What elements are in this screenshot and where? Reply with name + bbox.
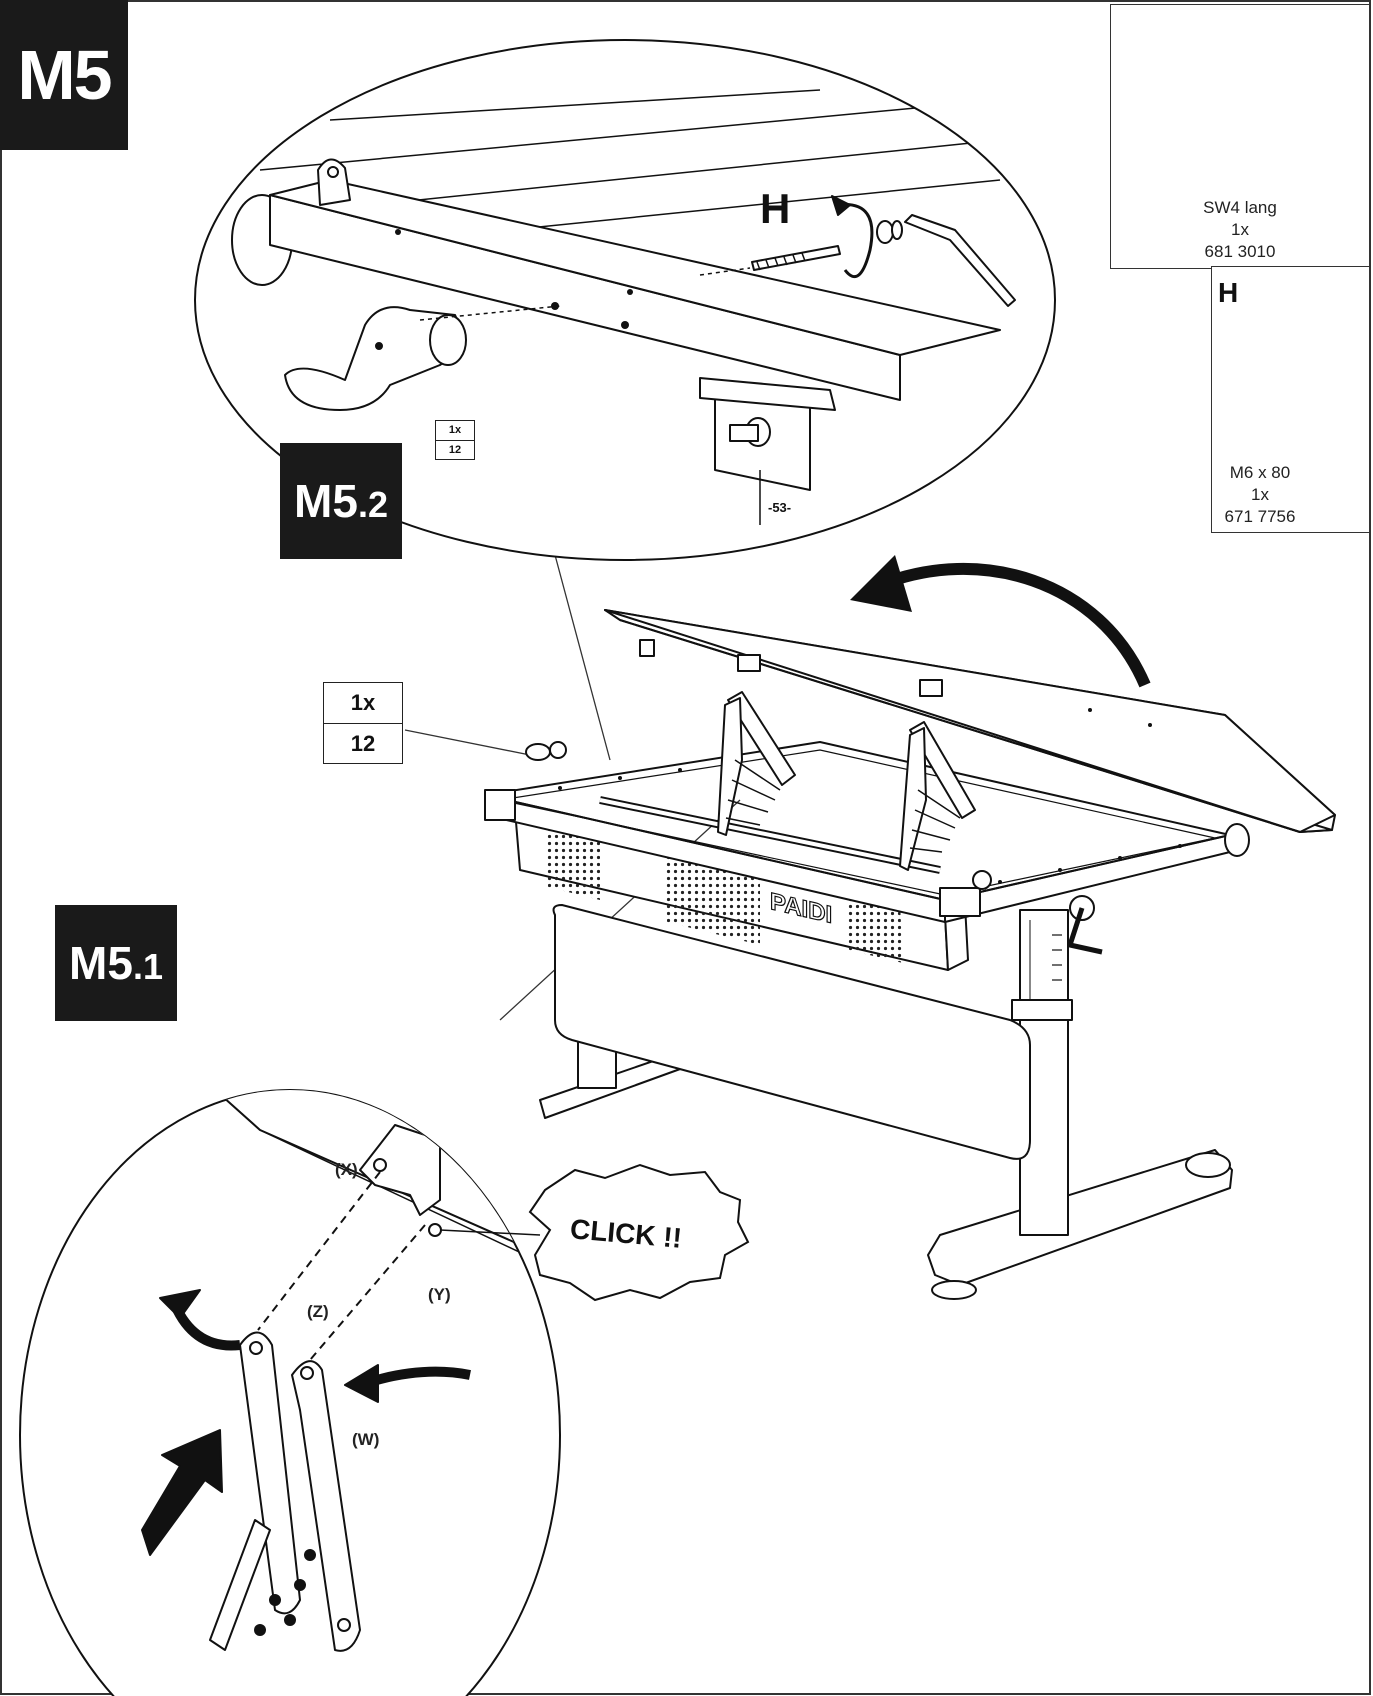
- point-label-y: (Y): [428, 1285, 451, 1304]
- rotation-arrow: [877, 562, 1151, 688]
- hex-key-name: SW4 lang: [1203, 198, 1277, 217]
- step-badge-detail-1: M5.1: [55, 905, 177, 1021]
- point-label-z: (Z): [307, 1302, 329, 1321]
- step-detail-1-base: M5: [69, 937, 133, 989]
- step-detail-2-base: M5: [294, 475, 358, 527]
- step-badge-main: M5: [0, 0, 128, 150]
- detail-bolt-insertion: [194, 39, 1056, 561]
- step-main-label: M5: [17, 36, 112, 114]
- bolt-ref: H: [1218, 277, 1239, 308]
- desk-illustration: [484, 555, 1336, 1300]
- bolt-size: M6 x 80: [1229, 463, 1291, 482]
- hex-key-qty: 1x: [1231, 220, 1249, 239]
- leader-lines: [404, 554, 741, 1021]
- part-box-hex-key: SW4 lang 1x 681 3010: [1110, 4, 1370, 269]
- detail-part-12-number: 12: [448, 444, 462, 456]
- detail-part-12-qty: 1x: [436, 421, 474, 441]
- stop-mark: -53-: [768, 500, 792, 515]
- detail-bolt-ref: H: [760, 185, 791, 232]
- part-box-bolt: H M6 x 80 1x 671 7756: [1211, 266, 1370, 533]
- point-label-x: (X): [335, 1160, 358, 1179]
- step-detail-1-suffix: .1: [132, 946, 163, 987]
- click-burst: [528, 1163, 750, 1302]
- step-badge-detail-2: M5.2: [280, 443, 402, 559]
- bolt-qty: 1x: [1251, 485, 1269, 504]
- detail-part-12-callout: 1x 12: [435, 420, 475, 460]
- step-detail-2-suffix: .2: [357, 484, 388, 525]
- part-12-number: 12: [350, 731, 376, 756]
- bolt-article: 671 7756: [1224, 507, 1296, 526]
- point-label-w: (W): [352, 1430, 380, 1449]
- hex-key-article: 681 3010: [1204, 242, 1276, 261]
- part-12-qty: 1x: [324, 683, 402, 724]
- detail-strut-click: [19, 1089, 561, 1696]
- part-12-callout: 1x 12: [323, 682, 403, 764]
